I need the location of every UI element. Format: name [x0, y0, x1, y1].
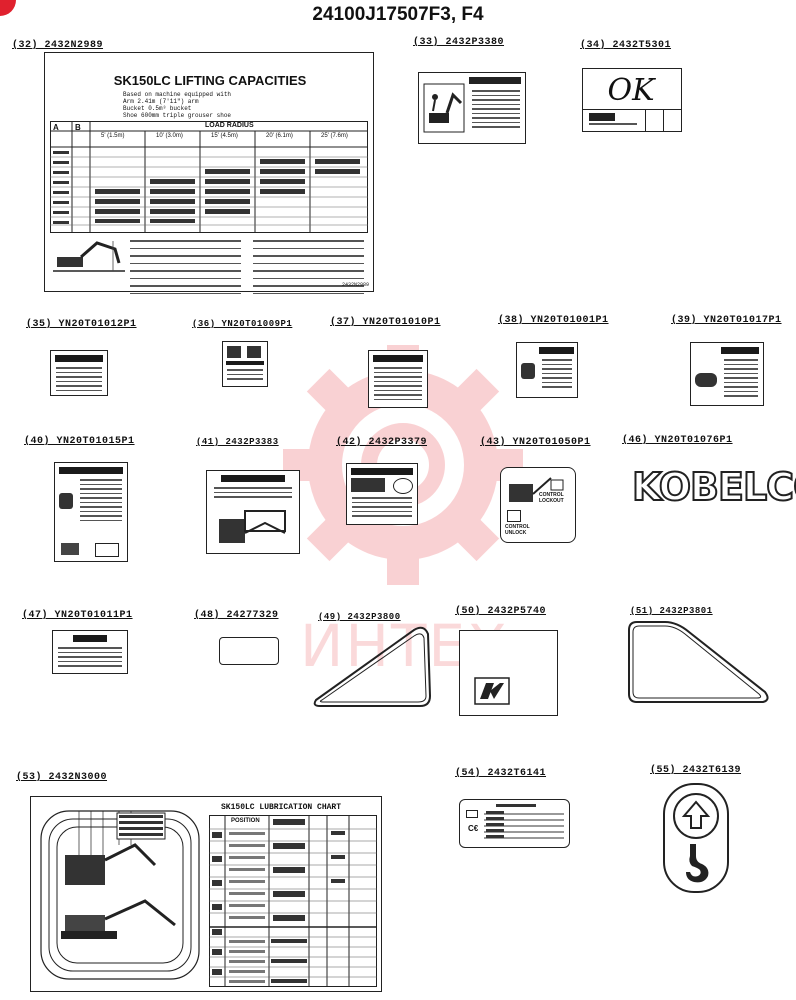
- part-label-40: (40) YN20T01015P1: [24, 436, 135, 447]
- decal-window-trim-51: [628, 621, 769, 703]
- crane-hook-icon: [686, 844, 709, 883]
- part-label-49: (49) 2432P3800: [318, 612, 401, 622]
- fan-hazard-icon: [59, 493, 73, 509]
- lifting-sub3: Bucket 0.5m³ bucket: [123, 105, 192, 112]
- part-label-43: (43) YN20T01050P1: [480, 437, 591, 448]
- decal-model-50: [459, 630, 558, 716]
- ok-mark: OK: [607, 73, 655, 108]
- ce-mark: C€: [468, 824, 479, 833]
- lube-machine-diagram: [40, 810, 200, 980]
- part-label-54: (54) 2432T6141: [455, 768, 547, 779]
- decal-window-trim-49: [313, 626, 432, 707]
- hand-crush-icon: [695, 373, 717, 387]
- lifting-radius-5: 25' (7.6m): [321, 133, 348, 139]
- part-label-37: (37) YN20T01010P1: [330, 317, 441, 328]
- decal-control-lockout: CONTROL LOCKOUT CONTROL UNLOCK: [500, 467, 576, 543]
- nameplate-fields: [484, 811, 564, 839]
- decal-warning-40: [54, 462, 128, 562]
- lube-heading: SK150LC LUBRICATION CHART: [221, 803, 342, 812]
- hand-hazard-icon: [521, 363, 535, 379]
- lifting-subtitle: Based on machine equipped with Arm 2.41m…: [123, 91, 231, 119]
- lifting-radius-1: 5' (1.5m): [101, 133, 125, 139]
- lever-lock-icon: [509, 477, 564, 502]
- part-label-51: (51) 2432P3801: [630, 606, 713, 616]
- decal-warning-42: [346, 463, 418, 525]
- engine-belt-icon: [219, 510, 286, 543]
- lifting-notes: [127, 237, 367, 297]
- part-label-55: (55) 2432T6139: [650, 765, 742, 776]
- lifting-col-b: B: [75, 123, 81, 132]
- decal-warning-38: [516, 342, 578, 398]
- part-label-33: (33) 2432P3380: [413, 37, 505, 48]
- part-label-35: (35) YN20T01012P1: [26, 319, 137, 330]
- up-arrow-icon: [681, 800, 711, 829]
- lifting-radius-2: 10' (3.0m): [156, 133, 183, 139]
- decal-plate-48: [219, 637, 279, 665]
- decal-lifting-capacities: SK150LC LIFTING CAPACITIES Based on mach…: [44, 52, 374, 294]
- decal-inspection-ok: OK: [582, 68, 682, 132]
- decal-nameplate-54: C€: [459, 799, 570, 848]
- excavator-hazard-icon: [423, 83, 465, 133]
- model-badge-icon: [474, 677, 510, 705]
- part-label-53: (53) 2432N3000: [16, 772, 108, 783]
- lube-table: [209, 815, 377, 987]
- decal-warning-35: [50, 350, 108, 396]
- decal-warning-37: [368, 350, 428, 408]
- excavator-diagram-icon: [53, 241, 125, 272]
- decal-warning-36: [222, 341, 268, 387]
- lifting-sub1: Based on machine equipped with: [123, 91, 232, 98]
- decal-warning-33: [418, 72, 526, 144]
- lube-position-label: POSITION: [231, 818, 260, 824]
- part-label-36: (36) YN20T01009P1: [192, 319, 293, 329]
- lifting-sub2: Arm 2.41m (7'11") arm: [123, 98, 199, 105]
- part-label-48: (48) 24277329: [194, 610, 279, 621]
- part-label-38: (38) YN20T01001P1: [498, 315, 609, 326]
- part-label-42: (42) 2432P3379: [336, 437, 428, 448]
- decal-warning-39: [690, 342, 764, 406]
- lifting-radius-3: 15' (4.5m): [211, 133, 238, 139]
- decal-lifting-hook-55: [663, 783, 729, 893]
- lifting-part-no: 2432N2989: [341, 282, 369, 288]
- part-label-46: (46) YN20T01076P1: [622, 435, 733, 446]
- part-label-39: (39) YN20T01017P1: [671, 315, 782, 326]
- part-label-47: (47) YN20T01011P1: [22, 610, 133, 621]
- part-label-50: (50) 2432P5740: [455, 606, 547, 617]
- lifting-radius-4: 20' (6.1m): [266, 133, 293, 139]
- decal-warning-47: [52, 630, 128, 674]
- kobelco-logo: KOBELCO: [631, 464, 796, 510]
- lifting-load-radius: LOAD RADIUS: [205, 122, 254, 129]
- control-unlock-text: CONTROL UNLOCK: [505, 524, 530, 536]
- decal-warning-41: [206, 470, 300, 554]
- lifting-heading: SK150LC LIFTING CAPACITIES: [113, 73, 307, 88]
- part-label-32: (32) 2432N2989: [12, 40, 104, 51]
- part-label-41: (41) 2432P3383: [196, 437, 279, 447]
- lifting-col-a: A: [53, 123, 59, 132]
- lifting-table-grid: [50, 121, 368, 233]
- decal-lubrication-chart: SK150LC LUBRICATION CHART: [30, 796, 382, 992]
- lifting-sub4: Shoe 600mm triple grouser shoe: [123, 112, 232, 119]
- part-label-34: (34) 2432T5301: [580, 40, 672, 51]
- page-title: 24100J17507F3, F4: [312, 4, 484, 25]
- control-lockout-text: CONTROL LOCKOUT: [539, 492, 564, 504]
